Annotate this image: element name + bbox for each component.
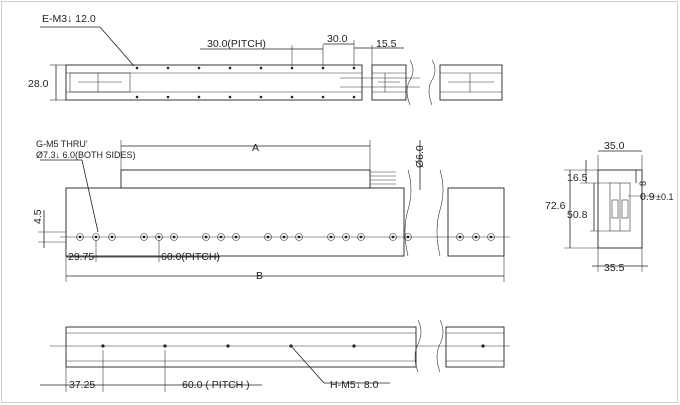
bottom-view <box>40 319 510 392</box>
dim-28-label: 28.0 <box>28 78 49 90</box>
dim-16-5-label: 16.5 <box>567 172 588 184</box>
dim-50-8-label: 50.8 <box>567 209 588 221</box>
dim-35-5-label: 35.5 <box>604 262 625 274</box>
dim-72-6-label: 72.6 <box>545 200 566 212</box>
dim-b-label: B <box>256 270 263 282</box>
side-view <box>564 150 656 272</box>
top-view-body <box>65 64 363 101</box>
g-m5-line1-label: G-M5 THRU' <box>36 139 88 149</box>
dim-29-75-label: 29.75 <box>68 251 94 263</box>
pitch-60b-label: 60.0 ( PITCH ) <box>182 379 250 391</box>
front-view-holes <box>76 233 495 241</box>
pitch-60-label: 60.0(PITCH) <box>161 251 220 263</box>
pitch-30-label: 30.0(PITCH) <box>207 38 266 50</box>
dim-37-25-label: 37.25 <box>69 379 95 391</box>
dim-0-9-tol-label: ±0.1 <box>656 192 673 202</box>
dim-0-9-label: 0.9 <box>640 191 655 203</box>
dim-4-5-label: 4.5 <box>32 209 44 224</box>
dim-30-label: 30.0 <box>327 33 348 45</box>
dim-6-label: Ø6.0 <box>414 145 426 168</box>
dim-15-5-label: 15.5 <box>376 38 397 50</box>
h-m5-label: H-M5↓ 8.0 <box>330 379 379 391</box>
bottom-view-holes <box>101 344 485 348</box>
top-view-holes <box>135 66 356 99</box>
dim-35-label: 35.0 <box>604 140 625 152</box>
e-m3-label: E-M3↓ 12.0 <box>42 13 96 25</box>
g-m5-line2-label: Ø7.3↓ 6.0(BOTH SIDES) <box>36 150 136 160</box>
dim-8-label: 8 <box>638 181 648 186</box>
front-view <box>38 140 510 282</box>
top-view <box>40 26 503 106</box>
dim-a-label: A <box>252 142 259 154</box>
